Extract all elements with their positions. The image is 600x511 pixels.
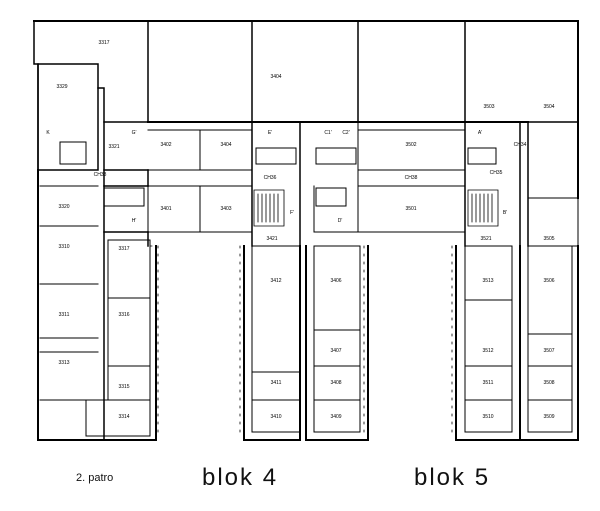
room-label: 3409: [330, 414, 341, 420]
room-label: 3521: [480, 236, 491, 242]
room-label: 3510: [482, 414, 493, 420]
room-label: CH36: [264, 175, 277, 181]
room-label: 3421: [266, 236, 277, 242]
room-label: A': [478, 130, 482, 136]
floor-label: 2. patro: [76, 472, 114, 484]
room-label: 3317: [118, 246, 129, 252]
room-label: B': [503, 210, 507, 216]
room-label: 3317: [98, 40, 109, 46]
block-label-4: blok 4: [202, 464, 279, 491]
room-label: CH34: [514, 142, 527, 148]
block-label-5: blok 5: [414, 464, 491, 491]
room-label: 3329: [56, 84, 67, 90]
room-label: 3321: [108, 144, 119, 150]
room-label: 3512: [482, 348, 493, 354]
room-label: 3412: [270, 278, 281, 284]
room-label: 3403: [220, 206, 231, 212]
room-label: 3508: [543, 380, 554, 386]
room-label: K: [46, 130, 50, 136]
room-labels: 3317 3329 3404 3503 3504 K G' E' C1' C2'…: [46, 40, 554, 420]
room-label: 3310: [58, 244, 69, 250]
room-label: 3507: [543, 348, 554, 354]
room-label: E': [268, 130, 272, 136]
room-label: 3502: [405, 142, 416, 148]
room-label: 3501: [405, 206, 416, 212]
room-label: C1': [324, 130, 331, 136]
room-label: 3406: [330, 278, 341, 284]
room-label: 3503: [483, 104, 494, 110]
room-label: D': [338, 218, 343, 224]
room-label: 3509: [543, 414, 554, 420]
room-label: CH35: [490, 170, 503, 176]
room-label: 3408: [330, 380, 341, 386]
room-label: 3404: [270, 74, 281, 80]
room-label: G': [132, 130, 137, 136]
room-label: 3311: [59, 312, 70, 318]
room-label: 3320: [58, 204, 69, 210]
room-label: 3314: [118, 414, 129, 420]
room-label: 3404: [220, 142, 231, 148]
room-label: CH38: [405, 175, 418, 181]
room-label: 3506: [543, 278, 554, 284]
room-label: 3407: [330, 348, 341, 354]
room-label: CH33: [94, 172, 107, 178]
room-label: 3410: [270, 414, 281, 420]
room-label: C2': [342, 130, 349, 136]
walls: [33, 20, 579, 441]
room-label: 3402: [160, 142, 171, 148]
room-label: 3505: [543, 236, 554, 242]
room-label: 3411: [271, 380, 282, 386]
room-label: 3504: [543, 104, 554, 110]
room-label: 3511: [483, 380, 494, 386]
room-label: 3513: [482, 278, 493, 284]
room-label: 3316: [118, 312, 129, 318]
room-label: 3315: [118, 384, 129, 390]
room-label: 3313: [58, 360, 69, 366]
room-label: F': [290, 210, 294, 216]
room-label: 3401: [160, 206, 171, 212]
room-label: H': [132, 218, 137, 224]
